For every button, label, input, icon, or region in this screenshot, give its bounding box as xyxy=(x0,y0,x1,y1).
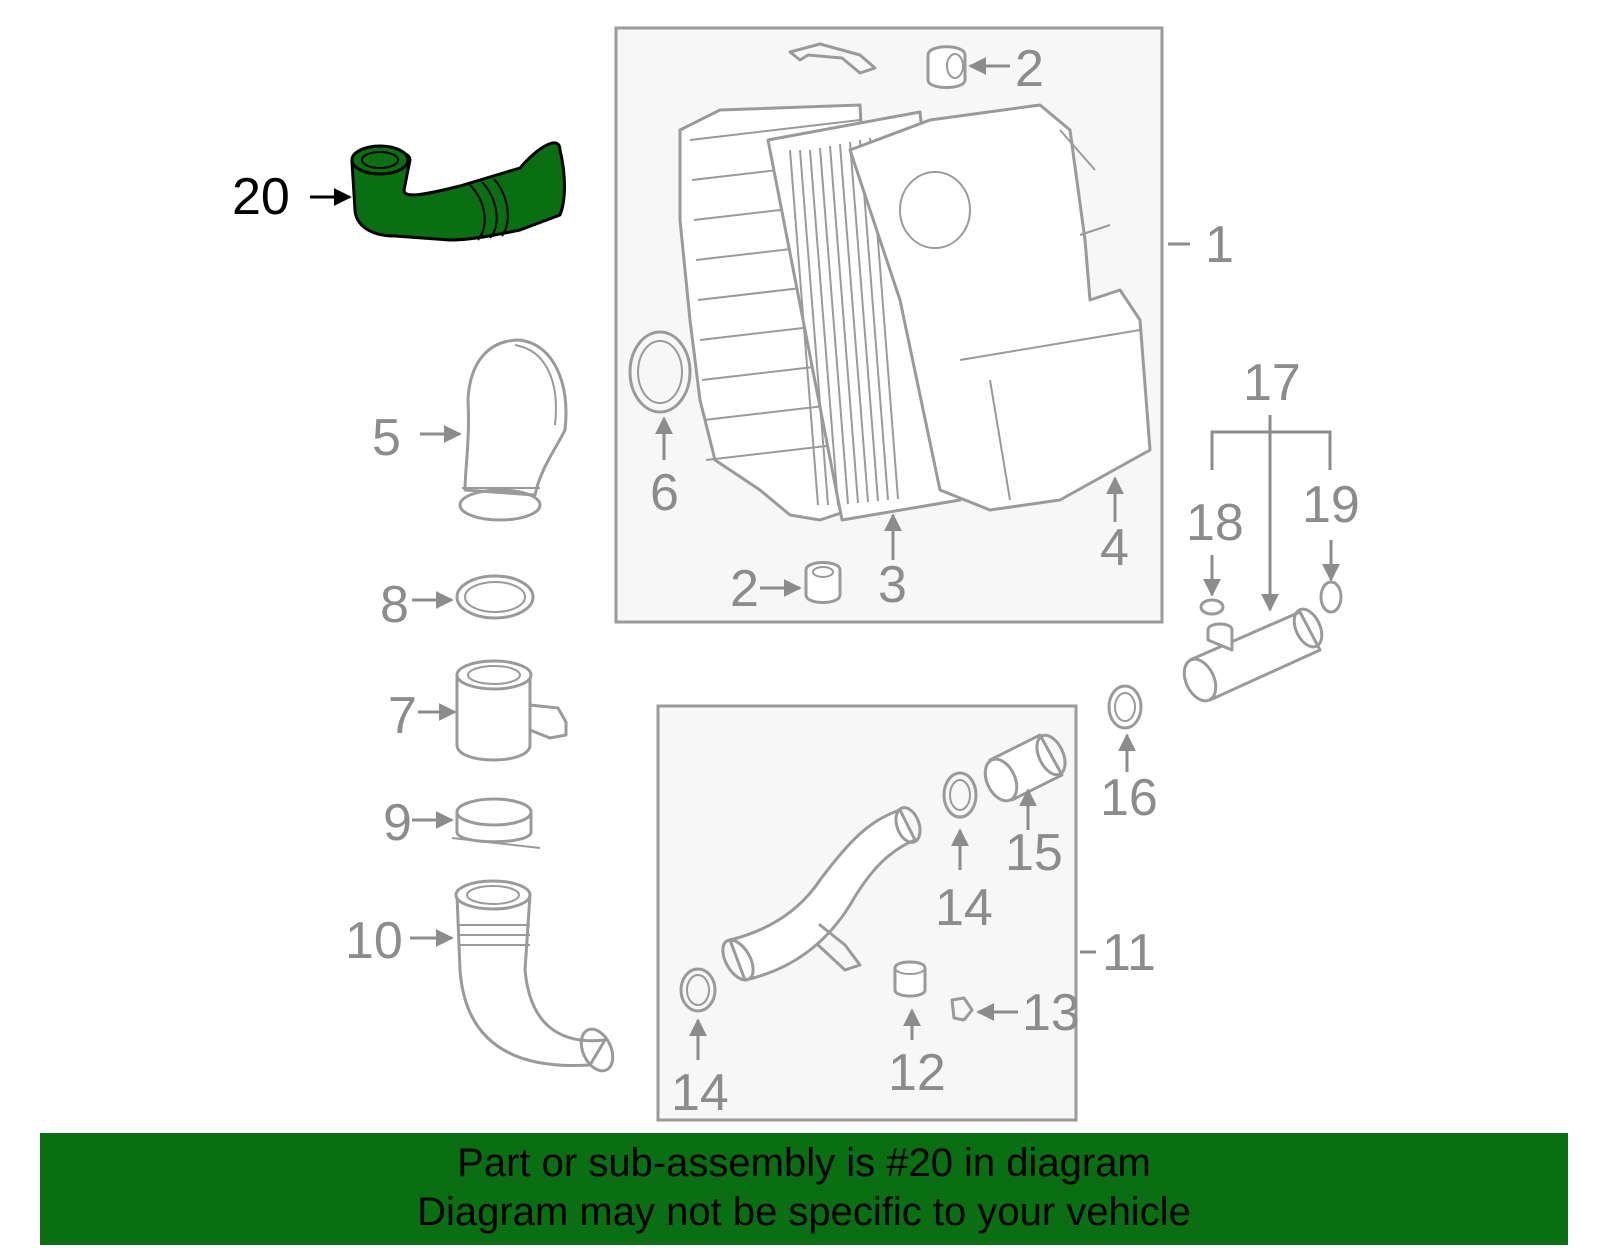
part-16-clamp xyxy=(1107,684,1143,730)
part-1-air-cleaner-housing xyxy=(678,103,1152,522)
callout-15: 15 xyxy=(1005,824,1063,882)
part-9-clamp xyxy=(451,797,541,849)
part-18-washer xyxy=(1199,598,1225,616)
callout-14b: 14 xyxy=(935,879,993,937)
banner-line-1: Part or sub-assembly is #20 in diagram xyxy=(457,1141,1151,1185)
part-14-clamp-left xyxy=(679,967,717,1013)
callout-14a: 14 xyxy=(671,1064,729,1122)
part-8-seal-ring xyxy=(455,574,535,620)
callout-16: 16 xyxy=(1100,769,1158,827)
callout-20: 20 xyxy=(232,168,290,226)
callout-2b: 2 xyxy=(730,560,759,618)
part-5-intake-elbow xyxy=(458,338,568,522)
callout-19: 19 xyxy=(1302,476,1360,534)
part-13-fitting xyxy=(950,996,974,1022)
callout-12: 12 xyxy=(888,1044,946,1102)
callout-13: 13 xyxy=(1022,984,1080,1042)
callout-5: 5 xyxy=(372,409,401,467)
part-2-grommet-top xyxy=(788,42,967,89)
callout-7: 7 xyxy=(388,687,417,745)
part-2-grommet-bottom xyxy=(804,561,842,604)
callout-11: 11 xyxy=(1102,924,1156,982)
info-banner: Part or sub-assembly is #20 in diagram D… xyxy=(40,1133,1568,1245)
part-19-o-ring xyxy=(1319,580,1343,614)
part-20-intake-duct[interactable] xyxy=(350,141,566,242)
callout-4: 4 xyxy=(1100,519,1129,577)
banner-line-2: Diagram may not be specific to your vehi… xyxy=(417,1190,1191,1234)
callout-17: 17 xyxy=(1243,354,1301,412)
part-7-mass-air-flow-sensor xyxy=(455,659,568,762)
callout-6: 6 xyxy=(650,464,679,522)
part-15-hose xyxy=(983,733,1067,803)
part-12-grommet xyxy=(893,960,927,998)
part-10-intake-hose xyxy=(454,879,615,1073)
part-17-pipe xyxy=(1182,607,1324,703)
part-14-clamp-right xyxy=(942,771,978,819)
callout-2a: 2 xyxy=(1015,40,1044,98)
part-6-gasket xyxy=(628,330,692,414)
callout-10: 10 xyxy=(345,912,403,970)
callout-18: 18 xyxy=(1186,494,1244,552)
part-11-pipe xyxy=(721,806,922,982)
callout-9: 9 xyxy=(383,794,412,852)
callout-3: 3 xyxy=(878,556,907,614)
callout-1: 1 xyxy=(1205,216,1234,274)
callout-8: 8 xyxy=(380,576,409,634)
